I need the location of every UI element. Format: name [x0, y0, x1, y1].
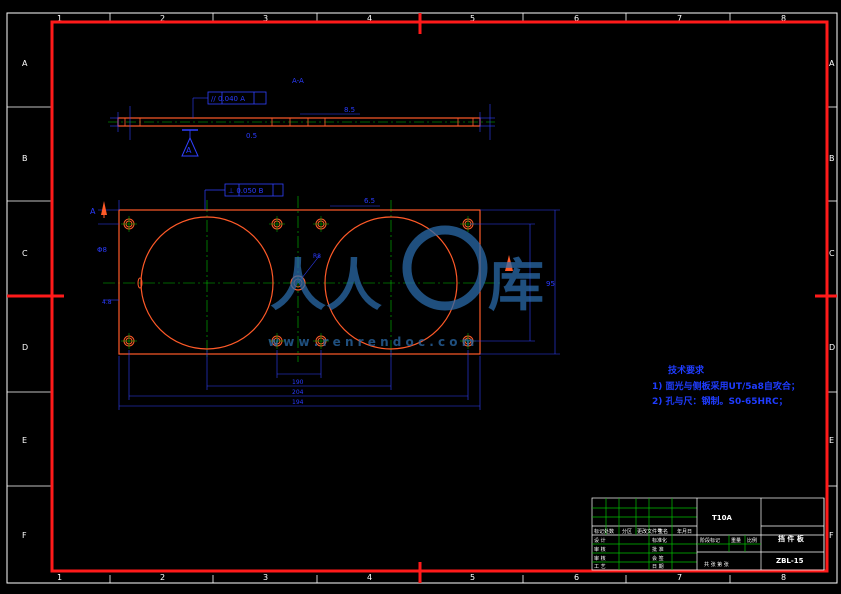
zone-letter-left-e: E: [22, 436, 27, 445]
side-dim-2: 4.8: [102, 299, 112, 306]
zone-ticks: [7, 13, 837, 583]
row-label-1: 标记处数: [594, 528, 614, 535]
top-view: // 0.040 A A 8.5 0.5: [108, 91, 495, 157]
zone-number-bottom-4: 4: [367, 573, 372, 582]
zone-number-top-8: 8: [781, 14, 786, 23]
zone-number-top-6: 6: [574, 14, 579, 23]
zone-number-top-3: 3: [263, 14, 268, 23]
stage-label-1: 阶段标记: [700, 537, 720, 544]
inner-border: [50, 20, 829, 573]
zone-number-top-4: 4: [367, 14, 372, 23]
perpendicularity-tolerance: ⊥ 0.050 B: [228, 187, 264, 195]
row-label-5: 工 艺: [594, 564, 606, 570]
zone-number-bottom-7: 7: [677, 573, 682, 582]
zone-letter-right-d: D: [829, 343, 835, 352]
title-block: [591, 497, 825, 571]
row-label-2: 设 计: [594, 537, 606, 544]
front-view: ⊥ 0.050 B A R8 Φ8 4.8 6.5 190 204 194 95: [90, 183, 560, 410]
outer-frame: [6, 12, 838, 584]
flatness-tolerance: // 0.040 A: [211, 95, 245, 103]
zone-letter-left-f: F: [22, 531, 27, 540]
zone-letter-left-a: A: [22, 59, 28, 68]
col-label-4: 年月日: [677, 528, 692, 535]
zone-letter-right-a: A: [829, 59, 835, 68]
title-material: T10A: [712, 514, 733, 522]
zone-letter-right-c: C: [829, 249, 835, 258]
center-hole: [290, 275, 306, 291]
row-label-3: 审 核: [594, 546, 606, 553]
front-datum-label: A: [90, 207, 96, 216]
mid-label-1: 标准化: [652, 537, 667, 544]
section-label: A-A: [292, 77, 304, 85]
mid-label-2: 批 准: [652, 546, 664, 553]
zone-number-bottom-5: 5: [470, 573, 475, 582]
zone-letter-right-e: E: [829, 436, 834, 445]
watermark-text-1: 人人: [270, 254, 382, 319]
mid-label-3: 会 签: [652, 555, 664, 562]
left-large-bore: [140, 216, 274, 350]
dim-height: 95: [546, 280, 555, 288]
zone-number-bottom-8: 8: [781, 573, 786, 582]
watermark-url: w w w . r e n r e n d o c . c o m: [268, 335, 474, 349]
zone-letter-left-b: B: [22, 154, 28, 163]
watermark: 人人 库 w w w . r e n r e n d o c . c o m: [268, 225, 544, 349]
zone-number-bottom-6: 6: [574, 573, 579, 582]
col-label-2: 更改文件号: [637, 528, 662, 535]
tech-notes-item-2: 2) 孔与尺：钢制。S0-65HRC；: [652, 395, 788, 407]
stage-label-3: 比例: [747, 537, 757, 544]
stage-label-2: 重量: [731, 537, 741, 544]
tech-notes-item-1: 1) 面光与侧板采用UT/5a8自攻合；: [652, 380, 800, 392]
row-label-4: 审 核: [594, 555, 606, 562]
zone-number-bottom-3: 3: [263, 573, 268, 582]
sheet-note: 共 张 第 张: [704, 561, 729, 568]
zone-letter-right-b: B: [829, 154, 835, 163]
dim-width-2: 204: [292, 389, 304, 396]
zone-number-top-7: 7: [677, 14, 682, 23]
dim-top: 6.5: [364, 197, 375, 205]
title-part-name: 挡 件 板: [778, 534, 805, 543]
centering-marks: [7, 13, 837, 583]
dim-width-3: 194: [292, 399, 304, 406]
title-drawing-number: ZBL-15: [776, 557, 804, 565]
watermark-text-2: 库: [488, 254, 544, 319]
zone-letter-left-d: D: [22, 343, 28, 352]
zone-letter-right-f: F: [829, 531, 834, 540]
zone-number-top-5: 5: [470, 14, 475, 23]
zone-number-bottom-2: 2: [160, 573, 165, 582]
col-label-3: 签名: [658, 528, 668, 535]
radius-note: R8: [313, 253, 321, 260]
zone-number-top-2: 2: [160, 14, 165, 23]
top-dim-bottom: 0.5: [246, 132, 257, 140]
right-large-bore: [324, 216, 458, 350]
zone-number-bottom-1: 1: [57, 573, 62, 582]
zone-number-top-1: 1: [57, 14, 62, 23]
tech-notes-title: 技术要求: [668, 364, 705, 376]
dim-width-1: 190: [292, 379, 304, 386]
col-label-1: 分区: [622, 528, 632, 535]
zone-letter-left-c: C: [22, 249, 28, 258]
top-datum-label: A: [186, 146, 192, 155]
mid-label-4: 日 期: [652, 564, 664, 570]
side-dim-1: Φ8: [97, 246, 107, 254]
top-dim-top: 8.5: [344, 106, 355, 114]
